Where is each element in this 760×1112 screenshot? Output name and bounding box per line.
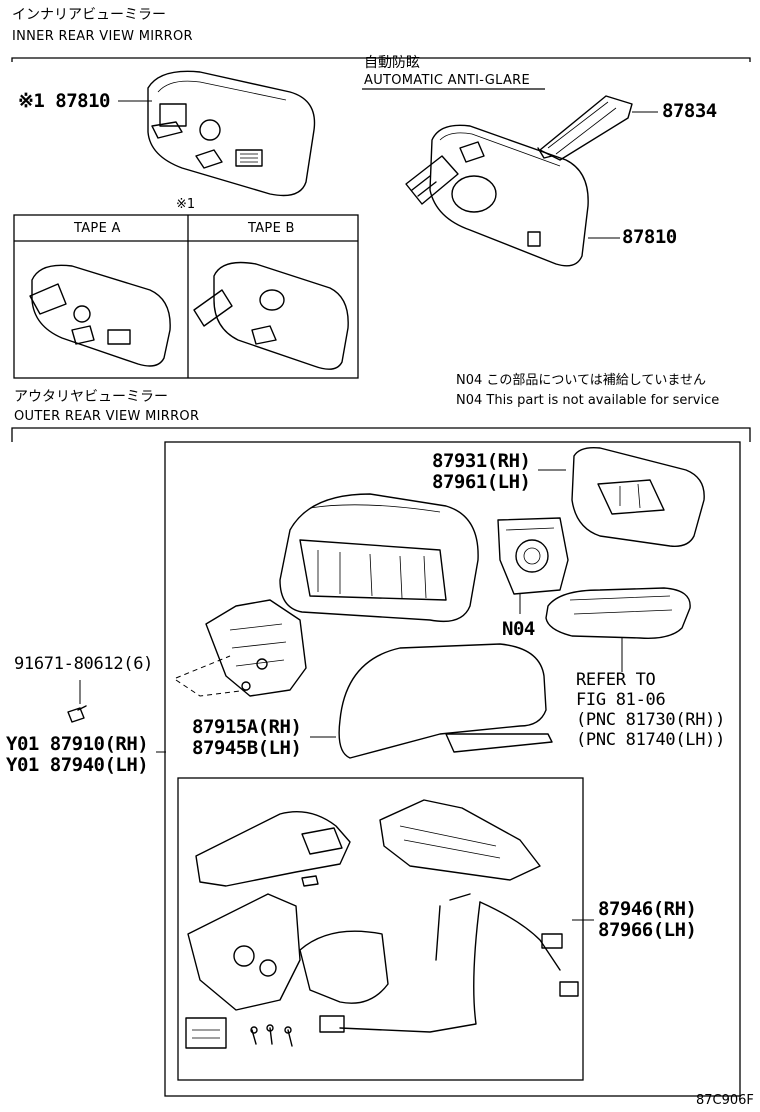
outer-mirror-housing-icon xyxy=(279,493,479,623)
n04-note-en: N04 This part is not available for servi… xyxy=(456,393,720,408)
mirror-glass-87931-icon xyxy=(571,446,705,547)
figure-code: 87C906F xyxy=(696,1093,754,1108)
part-87915[interactable]: 87915A(RH) xyxy=(192,716,302,738)
part-91671[interactable]: 91671-80612(6) xyxy=(14,654,154,674)
anti-glare-mirror-87810-icon xyxy=(405,124,589,267)
part-87940[interactable]: Y01 87940(LH) xyxy=(6,754,149,776)
cover-87834-icon xyxy=(537,95,633,161)
sub-assembly-frame xyxy=(177,777,584,1081)
turn-signal-lamp-icon xyxy=(545,587,691,639)
n04-label: N04 xyxy=(502,618,535,640)
part-87945[interactable]: 87945B(LH) xyxy=(192,737,302,759)
auto-anti-glare-jp: 自動防眩 xyxy=(364,55,420,71)
part-87946[interactable]: 87946(RH) xyxy=(598,898,697,920)
actuator-n04-icon xyxy=(497,517,569,595)
sub-assembly-parts-icon xyxy=(185,799,579,1049)
refer-line-3: (PNC 81730(RH)) xyxy=(576,710,726,730)
tape-a-mirror-icon xyxy=(29,264,171,367)
inner-title-en: INNER REAR VIEW MIRROR xyxy=(12,29,193,44)
refer-line-2[interactable]: FIG 81-06 xyxy=(576,690,666,710)
tape-a-label: TAPE A xyxy=(74,221,121,236)
part-87931[interactable]: 87931(RH) xyxy=(432,450,531,472)
refer-line-4: (PNC 81740(LH)) xyxy=(576,730,726,750)
tape-b-label: TAPE B xyxy=(248,221,295,236)
tape-b-mirror-icon xyxy=(193,261,349,370)
outer-main-frame xyxy=(164,441,741,1097)
inner-section-bracket xyxy=(11,57,751,62)
screw-91671-icon xyxy=(67,705,87,723)
part-87810-b[interactable]: 87810 xyxy=(622,226,677,248)
outer-title-en: OUTER REAR VIEW MIRROR xyxy=(14,409,200,424)
auto-anti-glare-en: AUTOMATIC ANTI-GLARE xyxy=(364,73,530,88)
part-87834[interactable]: 87834 xyxy=(662,100,717,122)
part-87961[interactable]: 87961(LH) xyxy=(432,471,531,493)
part-87966[interactable]: 87966(LH) xyxy=(598,919,697,941)
inner-title-jp: インナリアビューミラー xyxy=(12,7,166,23)
inner-mirror-87810-icon xyxy=(147,70,316,197)
n04-note-jp: N04 この部品については補給していません xyxy=(456,373,706,388)
part-87910[interactable]: Y01 87910(RH) xyxy=(6,733,149,755)
part-87810-a[interactable]: ※1 87810 xyxy=(18,90,111,112)
outer-title-jp: アウタリヤビューミラー xyxy=(14,389,168,405)
note-marker: ※1 xyxy=(176,197,196,212)
mirror-base-icon xyxy=(205,599,307,697)
outer-section-bracket xyxy=(11,427,751,442)
refer-line-1: REFER TO xyxy=(576,670,656,690)
tape-table xyxy=(13,214,359,379)
cover-87915-icon xyxy=(338,643,553,759)
